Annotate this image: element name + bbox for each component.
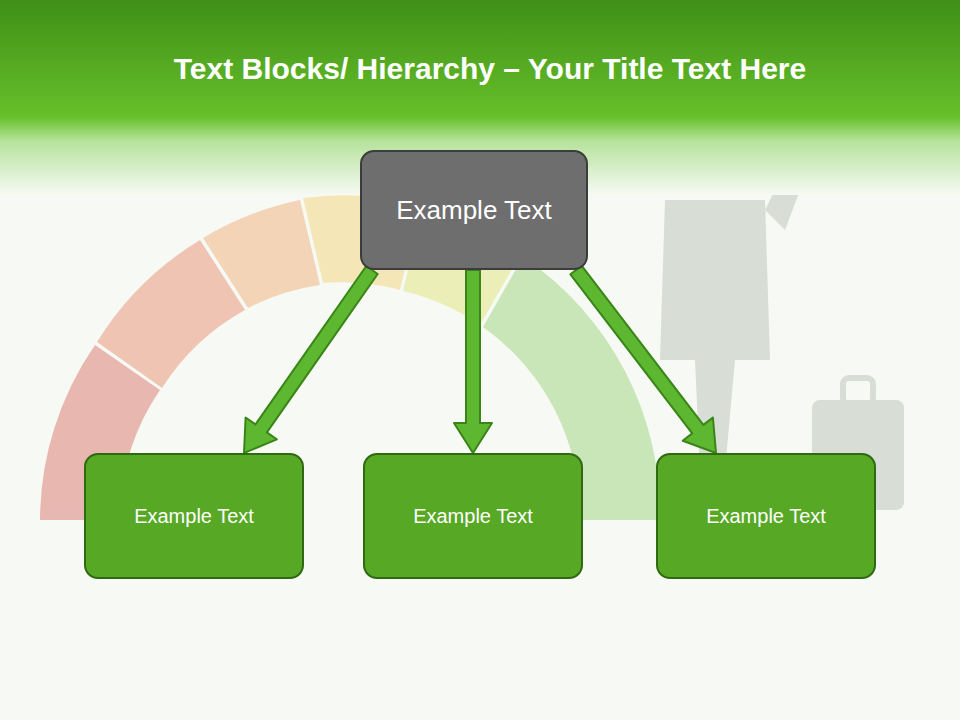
child-box: Example Text bbox=[363, 453, 583, 579]
box-text: Example Text bbox=[706, 505, 826, 528]
parent-box: Example Text bbox=[360, 150, 588, 270]
child-box: Example Text bbox=[656, 453, 876, 579]
block-arrow bbox=[454, 270, 492, 453]
box-text: Example Text bbox=[413, 505, 533, 528]
box-text: Example Text bbox=[134, 505, 254, 528]
block-arrow bbox=[244, 266, 378, 453]
child-box: Example Text bbox=[84, 453, 304, 579]
box-text: Example Text bbox=[396, 195, 552, 226]
slide-title: Text Blocks/ Hierarchy – Your Title Text… bbox=[30, 52, 950, 86]
block-arrow bbox=[570, 266, 716, 453]
